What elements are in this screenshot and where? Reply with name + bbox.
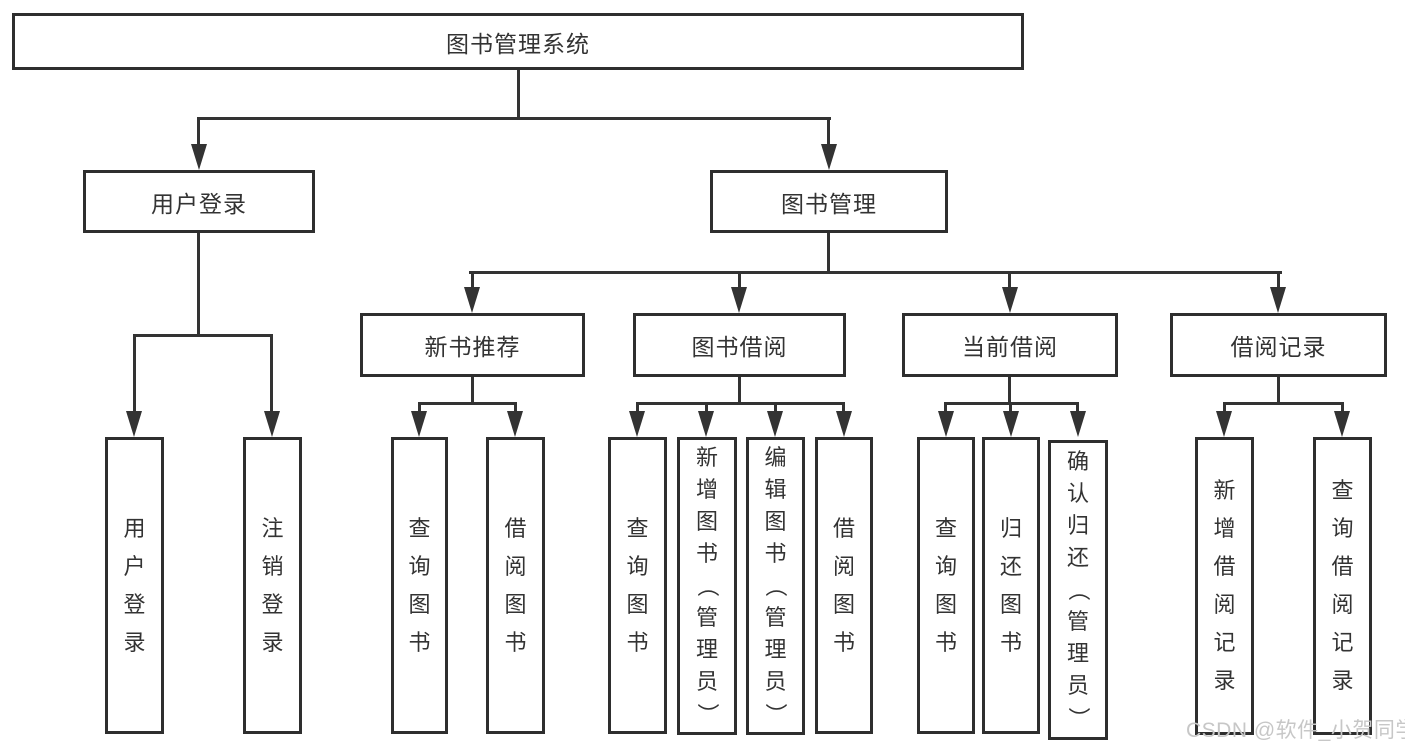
connector-line xyxy=(1277,271,1280,291)
connector-line xyxy=(133,334,136,414)
leaf-borrow-book-1: 借阅图书 xyxy=(486,437,545,734)
leaf-user-login: 用户登录 xyxy=(105,437,164,734)
node-new-book-recommend-label: 新书推荐 xyxy=(424,334,521,360)
arrowhead xyxy=(821,144,837,170)
connector-line xyxy=(514,402,517,415)
leaf-query-book-2: 查询图书 xyxy=(608,437,667,734)
node-user-login-label: 用户登录 xyxy=(151,190,247,217)
leaf-confirm-return-admin-label: 确认归还（管理员） xyxy=(1065,449,1091,730)
connector-line xyxy=(270,334,273,414)
leaf-query-book-1-label: 查询图书 xyxy=(408,515,431,655)
connector-line xyxy=(636,402,639,415)
connector-line xyxy=(1223,402,1226,415)
leaf-add-borrow-record: 新增借阅记录 xyxy=(1195,437,1254,735)
connector-line xyxy=(1223,402,1344,405)
leaf-query-book-3: 查询图书 xyxy=(917,437,975,734)
leaf-add-book-admin-label: 新增图书（管理员） xyxy=(694,445,720,726)
arrowhead xyxy=(1216,411,1232,437)
connector-line xyxy=(471,271,474,291)
connector-line xyxy=(469,271,1282,274)
connector-line xyxy=(636,402,845,405)
leaf-query-book-1: 查询图书 xyxy=(391,437,448,734)
connector-line xyxy=(1008,271,1011,291)
arrowhead xyxy=(731,287,747,313)
connector-line xyxy=(517,70,520,119)
connector-line xyxy=(774,402,777,415)
leaf-confirm-return-admin: 确认归还（管理员） xyxy=(1048,440,1108,740)
leaf-query-borrow-record-label: 查询借阅记录 xyxy=(1331,478,1354,693)
connector-line xyxy=(1009,402,1012,415)
node-borrow-record-label: 借阅记录 xyxy=(1230,334,1327,360)
arrowhead xyxy=(836,411,852,437)
leaf-borrow-book-2: 借阅图书 xyxy=(815,437,873,734)
connector-line xyxy=(827,233,830,274)
arrowhead xyxy=(1003,411,1019,437)
connector-line xyxy=(133,334,273,337)
leaf-borrow-book-2-label: 借阅图书 xyxy=(832,515,855,655)
leaf-borrow-book-1-label: 借阅图书 xyxy=(504,515,527,655)
connector-line xyxy=(418,402,421,415)
arrowhead xyxy=(1070,411,1086,437)
leaf-return-book: 归还图书 xyxy=(982,437,1040,734)
connector-line xyxy=(418,402,517,405)
connector-line xyxy=(197,117,831,120)
connector-line xyxy=(1076,402,1079,415)
arrowhead xyxy=(126,411,142,437)
connector-line xyxy=(944,402,947,415)
leaf-edit-book-admin-label: 编辑图书（管理员） xyxy=(763,445,789,726)
connector-line xyxy=(197,117,200,149)
node-current-borrow: 当前借阅 xyxy=(902,313,1118,377)
node-book-borrow: 图书借阅 xyxy=(633,313,846,377)
connector-line xyxy=(471,377,474,405)
leaf-logout: 注销登录 xyxy=(243,437,302,734)
leaf-user-login-label: 用户登录 xyxy=(123,515,146,655)
connector-line xyxy=(842,402,845,415)
arrowhead xyxy=(629,411,645,437)
node-book-management: 图书管理 xyxy=(710,170,948,233)
node-new-book-recommend: 新书推荐 xyxy=(360,313,585,377)
arrowhead xyxy=(464,287,480,313)
node-current-borrow-label: 当前借阅 xyxy=(962,334,1058,360)
arrowhead xyxy=(1270,287,1286,313)
leaf-query-borrow-record: 查询借阅记录 xyxy=(1313,437,1372,735)
leaf-add-borrow-record-label: 新增借阅记录 xyxy=(1213,478,1236,693)
leaf-add-book-admin: 新增图书（管理员） xyxy=(677,437,737,735)
connector-line xyxy=(1008,377,1011,405)
leaf-query-book-2-label: 查询图书 xyxy=(626,515,649,655)
connector-line xyxy=(197,233,200,337)
connector-line xyxy=(738,271,741,291)
arrowhead xyxy=(1334,411,1350,437)
connector-line xyxy=(827,117,830,149)
connector-line xyxy=(705,402,708,415)
arrowhead xyxy=(698,411,714,437)
arrowhead xyxy=(191,144,207,170)
node-book-borrow-label: 图书借阅 xyxy=(691,334,788,360)
connector-line xyxy=(1341,402,1344,415)
watermark-text: CSDN @软件_小贺同学 xyxy=(1186,719,1405,742)
arrowhead xyxy=(411,411,427,437)
leaf-return-book-label: 归还图书 xyxy=(999,515,1022,655)
connector-line xyxy=(1277,377,1280,405)
node-user-login: 用户登录 xyxy=(83,170,315,233)
node-book-management-label: 图书管理 xyxy=(781,190,877,217)
leaf-logout-label: 注销登录 xyxy=(261,515,284,655)
node-root: 图书管理系统 xyxy=(12,13,1024,70)
arrowhead xyxy=(767,411,783,437)
leaf-edit-book-admin: 编辑图书（管理员） xyxy=(746,437,805,735)
arrowhead xyxy=(938,411,954,437)
node-root-label: 图书管理系统 xyxy=(446,30,590,57)
node-borrow-record: 借阅记录 xyxy=(1170,313,1387,377)
connector-line xyxy=(738,377,741,405)
arrowhead xyxy=(1002,287,1018,313)
leaf-query-book-3-label: 查询图书 xyxy=(934,515,957,655)
arrowhead xyxy=(264,411,280,437)
arrowhead xyxy=(507,411,523,437)
